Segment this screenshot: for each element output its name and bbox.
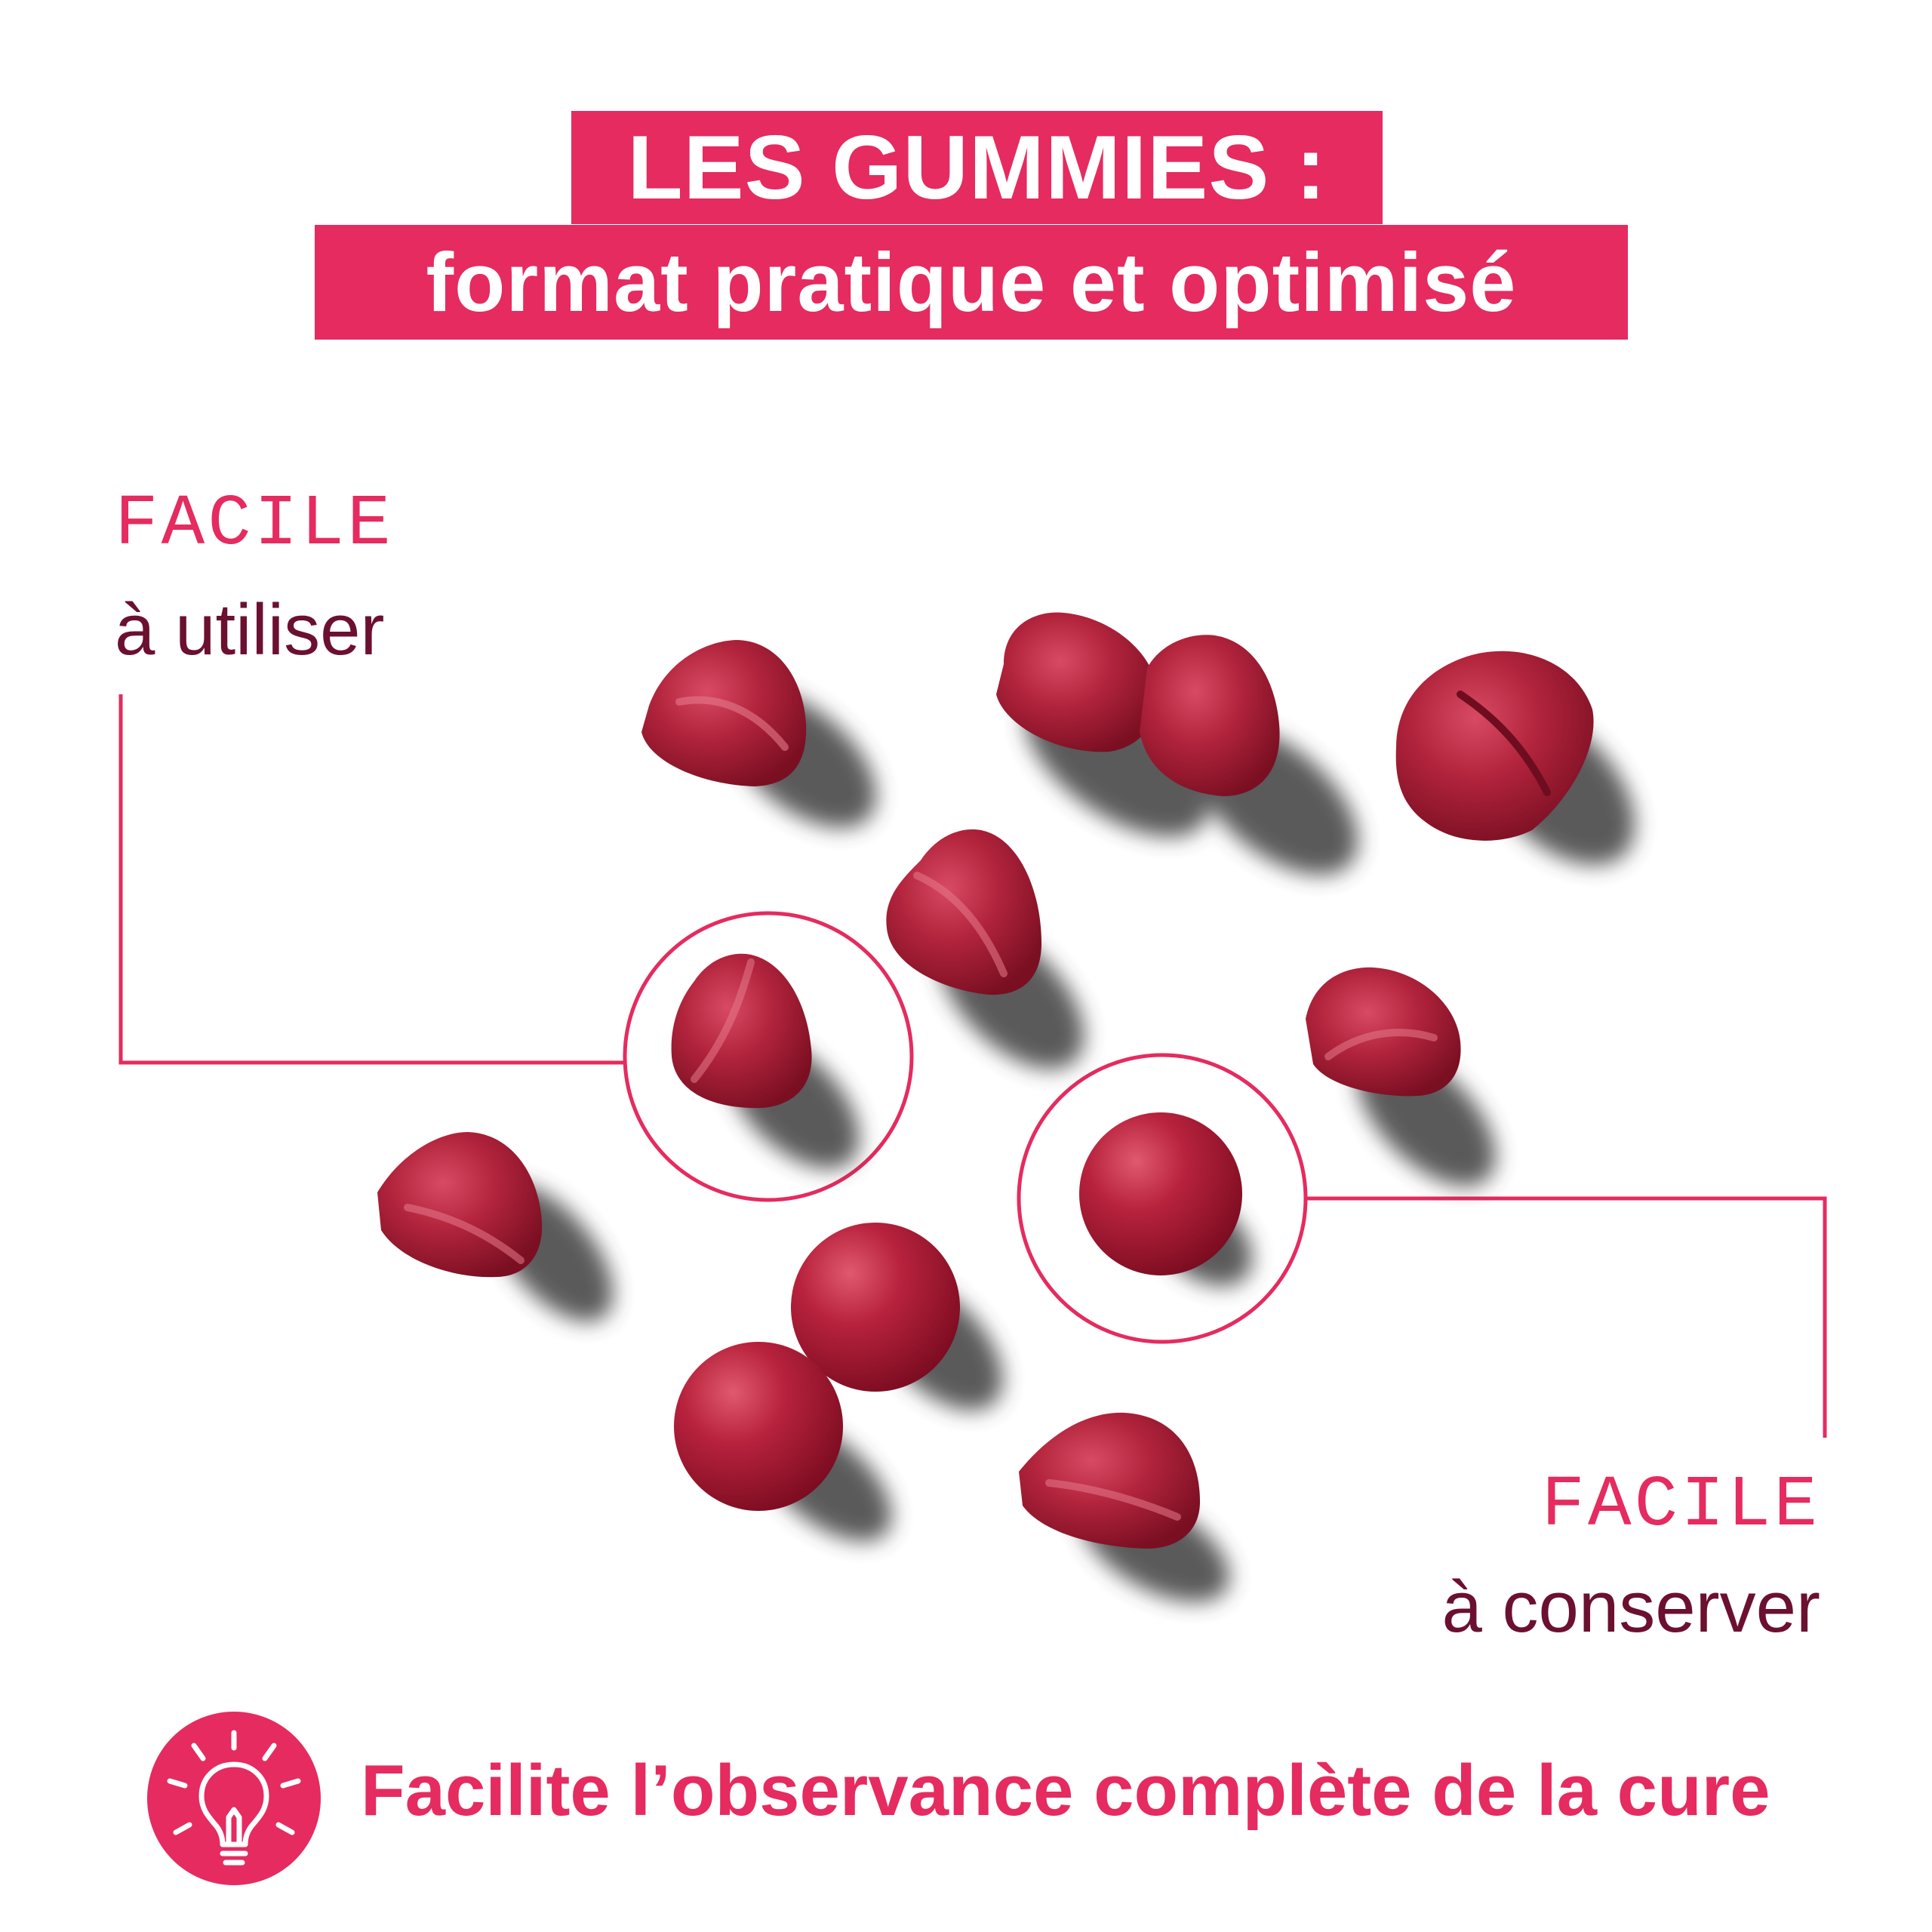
- gummy-cone: [1019, 1412, 1200, 1549]
- gummy-cone: [1306, 967, 1461, 1097]
- footer-text: Facilite l’observance complète de la cur…: [361, 1750, 1770, 1831]
- gummy-drop: [996, 612, 1156, 752]
- callout-line-1: [118, 694, 914, 1202]
- callout-1-text: à utiliser: [115, 589, 385, 670]
- gummy-ball: [674, 1342, 843, 1511]
- callout-2-text: à conserver: [1441, 1567, 1820, 1647]
- gummy-ball: [791, 1223, 960, 1392]
- lightbulb-icon: [147, 1712, 321, 1885]
- callout-line-2: [1017, 1053, 1827, 1438]
- title-line-1: LES GUMMIES :: [571, 111, 1383, 224]
- gummy-drop: [1395, 651, 1594, 841]
- gummy-ball-circled: [1079, 1112, 1242, 1275]
- gummy-cone-circled: [671, 953, 812, 1109]
- gummy-cone: [886, 829, 1041, 995]
- gummy-drop: [1140, 635, 1280, 796]
- callout-2-key: FACILE: [1541, 1464, 1820, 1546]
- callout-1-key: FACILE: [115, 483, 394, 565]
- gummy-cone: [641, 640, 807, 786]
- gummy-cone: [377, 1132, 543, 1278]
- title-line-2: format pratique et optimisé: [315, 225, 1628, 340]
